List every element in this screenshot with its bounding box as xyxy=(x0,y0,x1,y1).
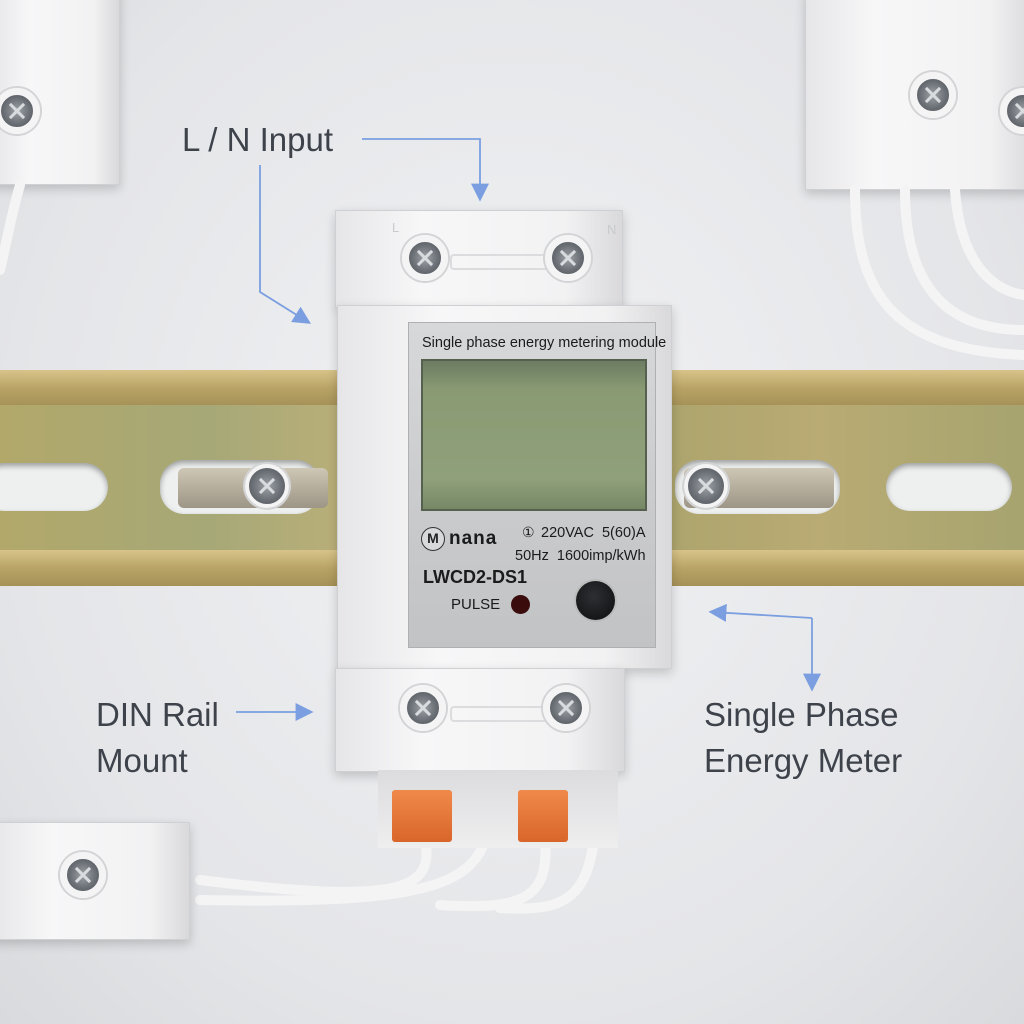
arrow-icon xyxy=(259,165,312,324)
arrow-icon xyxy=(362,138,489,202)
energy-meter-label-line2: Energy Meter xyxy=(704,742,903,779)
orange-connector xyxy=(518,790,568,842)
pulse-label: PULSE xyxy=(451,596,501,613)
frequency-text: 50Hz 1600imp/kWh xyxy=(515,548,646,564)
energy-meter-label: Single Phase Energy Meter xyxy=(704,692,902,784)
meter-faceplate: Single phase energy metering module M na… xyxy=(408,322,666,648)
screw-icon xyxy=(543,685,589,731)
module-title: Single phase energy metering module xyxy=(422,335,667,351)
brand-name: nana xyxy=(449,528,498,549)
screw-icon xyxy=(60,852,106,898)
brand-logo-icon: M xyxy=(421,527,445,551)
lcd-display xyxy=(421,359,647,511)
energy-meter-label-line1: Single Phase xyxy=(704,696,899,733)
arrow-icon xyxy=(708,603,813,622)
meter-button[interactable] xyxy=(576,581,615,620)
pulse-led-icon xyxy=(511,595,530,614)
screw-icon xyxy=(684,464,728,508)
model-number: LWCD2-DS1 xyxy=(423,567,528,587)
class-symbol: ① xyxy=(522,524,535,540)
din-rail-label-line1: DIN Rail xyxy=(96,696,219,733)
rating-text: 220VAC 5(60)A xyxy=(541,525,646,541)
din-rail-label-line2: Mount xyxy=(96,742,188,779)
screw-icon xyxy=(545,235,591,281)
screw-icon xyxy=(400,685,446,731)
terminal-n-label: N xyxy=(607,222,617,237)
din-rail-label: DIN Rail Mount xyxy=(96,692,219,784)
orange-connector xyxy=(392,790,452,842)
screw-icon xyxy=(402,235,448,281)
screw-icon xyxy=(0,88,40,134)
screw-icon xyxy=(245,464,289,508)
screw-icon xyxy=(910,72,956,118)
ln-input-label: L / N Input xyxy=(182,121,334,158)
rail-slot xyxy=(886,463,1012,511)
terminal-l-label: L xyxy=(392,220,400,235)
rail-slot xyxy=(0,463,108,511)
